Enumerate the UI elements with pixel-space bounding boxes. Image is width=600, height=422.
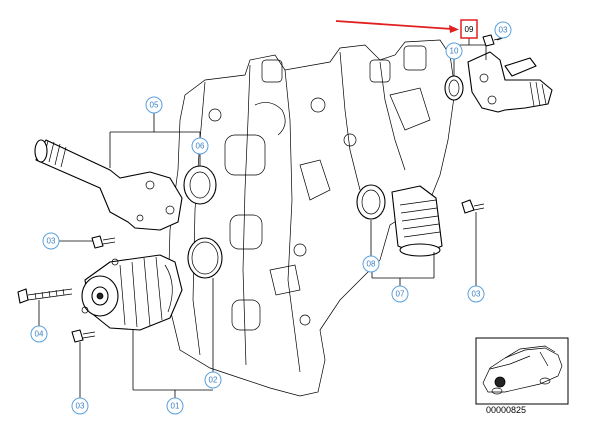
callout-06-label: 06 — [196, 142, 205, 151]
callout-04[interactable]: 04 — [30, 325, 48, 343]
callout-05[interactable]: 05 — [145, 96, 163, 114]
water-pump — [81, 254, 183, 331]
callout-03-left-label: 03 — [47, 237, 56, 246]
seal-ring-06 — [183, 165, 217, 205]
callout-04-label: 04 — [35, 330, 44, 339]
bolt-03-left — [91, 235, 116, 249]
bolt-03-top — [482, 34, 503, 47]
callout-07[interactable]: 07 — [391, 285, 409, 303]
callout-05-label: 05 — [150, 101, 159, 110]
callout-03-left[interactable]: 03 — [42, 232, 60, 250]
bolt-03-right — [461, 199, 485, 214]
water-neck-housing — [34, 139, 183, 231]
callout-01-label: 01 — [171, 402, 180, 411]
seal-ring-08 — [356, 184, 386, 220]
callout-03-right-label: 03 — [472, 290, 481, 299]
water-outlet-flange — [467, 51, 553, 113]
diagram-reference-number: 00000825 — [486, 405, 527, 415]
thermostat-housing — [391, 185, 443, 257]
callout-08[interactable]: 08 — [362, 255, 380, 273]
callout-09-label: 09 — [465, 25, 474, 34]
callout-02-label: 02 — [209, 376, 218, 385]
bolt-03-bottom — [71, 329, 96, 343]
callout-03-top[interactable]: 03 — [494, 21, 512, 39]
callout-06[interactable]: 06 — [191, 137, 209, 155]
engine-block — [167, 39, 456, 397]
locator-dot — [494, 376, 506, 388]
callout-08-label: 08 — [367, 260, 376, 269]
vehicle-locator-thumbnail — [475, 337, 569, 405]
o-ring-02 — [187, 237, 223, 279]
seal-ring-10 — [444, 75, 464, 101]
highlight-arrow — [335, 20, 459, 33]
callout-03-right[interactable]: 03 — [467, 285, 485, 303]
callout-03-bottom-label: 03 — [76, 402, 85, 411]
callout-10-label: 10 — [450, 47, 459, 56]
leader-lines — [38, 29, 504, 398]
callout-03-top-label: 03 — [499, 26, 508, 35]
callout-02[interactable]: 02 — [204, 371, 222, 389]
bolt-04 — [17, 288, 73, 304]
callout-09[interactable]: 09 — [460, 19, 478, 39]
callout-03-bottom[interactable]: 03 — [71, 397, 89, 415]
callout-07-label: 07 — [396, 290, 405, 299]
callout-01[interactable]: 01 — [166, 397, 184, 415]
callout-10[interactable]: 10 — [445, 42, 463, 60]
